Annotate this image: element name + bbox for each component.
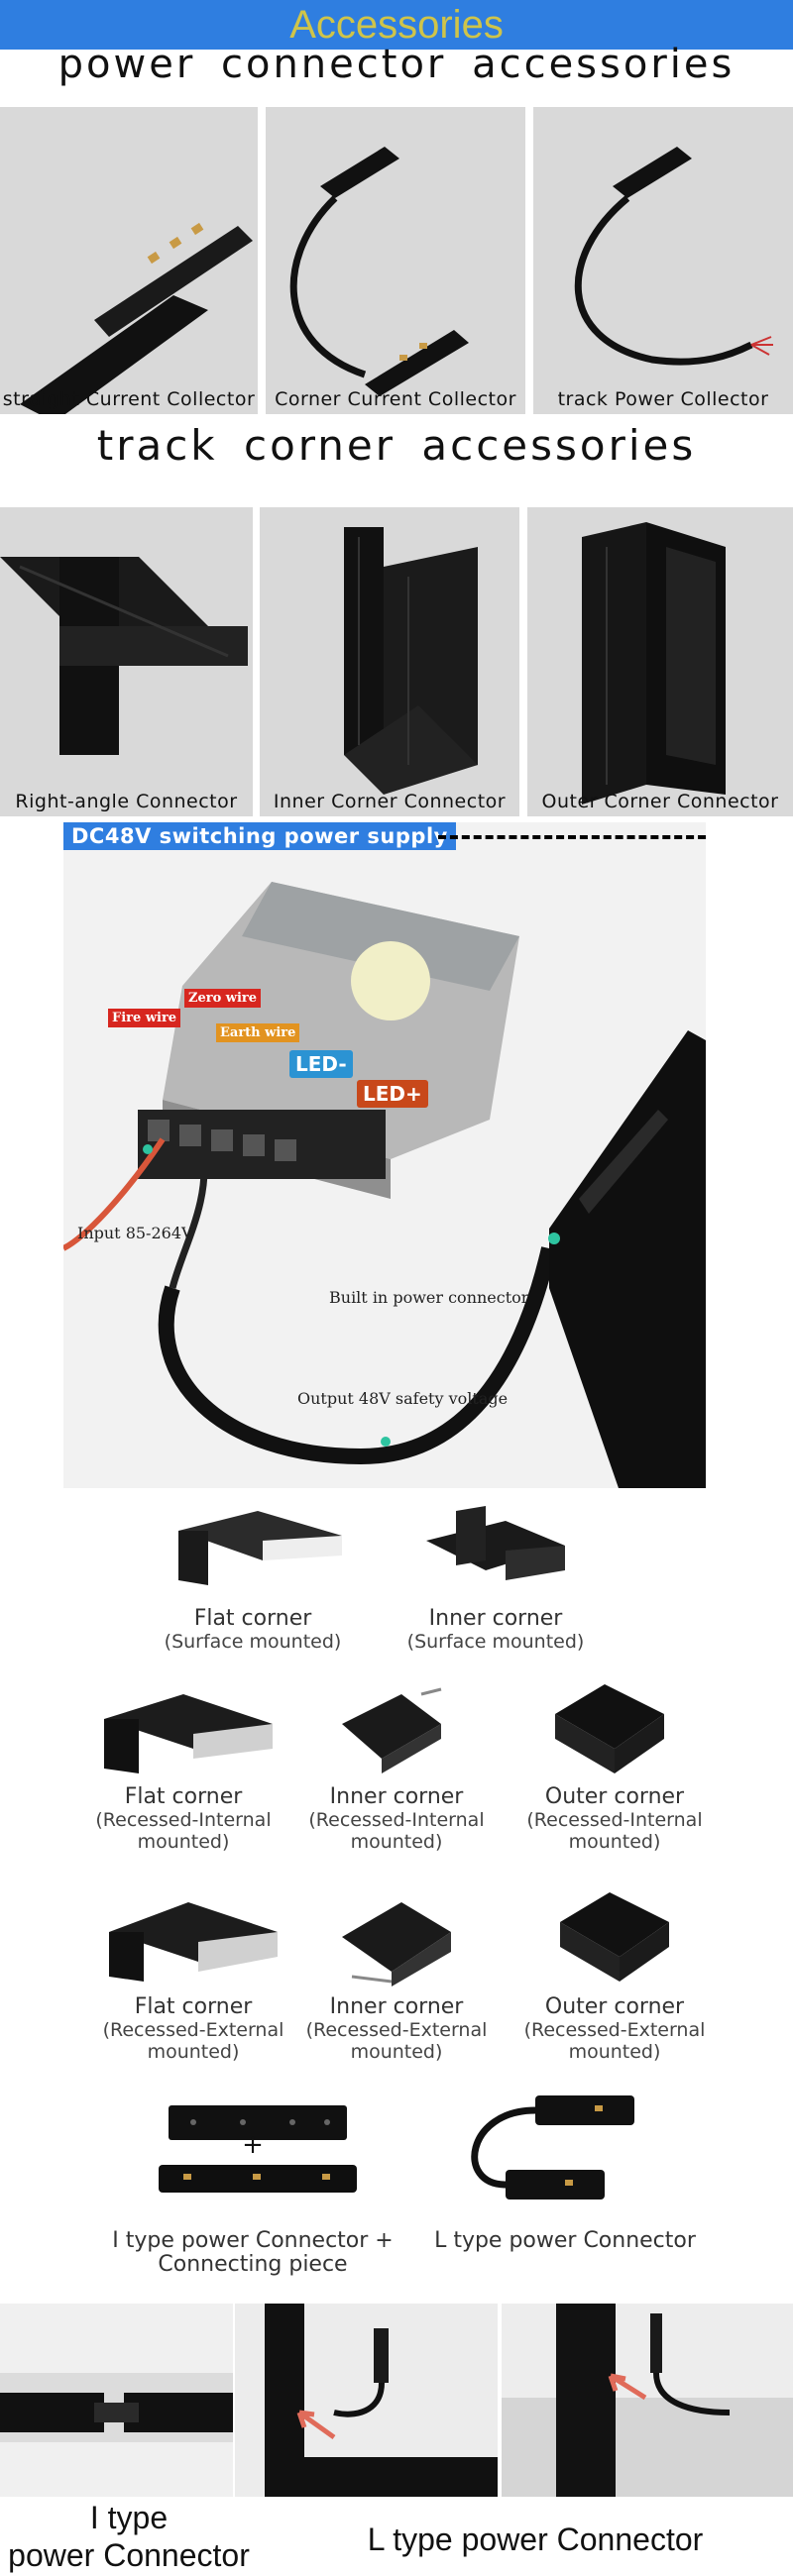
power-supply-diagram: Fire wire Zero wire Earth wire LED- LED+… (63, 822, 706, 1488)
inner-corner-recessed-internal-caption: Inner corner (Recessed-Internal mounted) (292, 1784, 501, 1854)
zero-wire-label: Zero wire (184, 989, 262, 1008)
page-banner: Accessories (0, 0, 793, 50)
flat-corner-recessed-external-caption: Flat corner (Recessed-External mounted) (89, 1994, 297, 2064)
i-type-installed-tile (0, 2304, 233, 2497)
caption-sub: mounted) (350, 2041, 443, 2063)
tile-label: Inner Corner Connector (273, 791, 507, 812)
flat-corner-recessed-internal-caption: Flat corner (Recessed-Internal mounted) (79, 1784, 287, 1854)
corner-collector-image (289, 147, 469, 396)
tile-label: Outer Corner Connector (541, 791, 779, 812)
l-type-installed-tile-a (235, 2304, 498, 2497)
output-voltage-callout: Output 48V safety voltage (297, 1389, 509, 1408)
caption-sub: mounted) (568, 2041, 661, 2063)
outer-corner-connector-tile: Outer Corner Connector (527, 507, 793, 816)
l-type-connector-caption: L type power Connector (416, 2229, 714, 2253)
flat-corner-surface-caption: Flat corner (Surface mounted) (149, 1606, 357, 1654)
banner-title: Accessories (289, 3, 504, 47)
caption-line: I type (89, 2500, 169, 2535)
caption-name: Outer corner (544, 1784, 685, 1809)
caption-sub: mounted) (568, 1831, 661, 1853)
caption-name: Inner corner (329, 1994, 464, 2019)
plus-sign: + (242, 2130, 264, 2160)
outer-corner-recessed-external-image (560, 1892, 669, 1982)
caption-sub: (Surface mounted) (406, 1631, 585, 1653)
l-type-connector-image (471, 2095, 634, 2200)
outer-corner-connector-image (582, 522, 726, 805)
input-voltage-callout: Input 85-264V (77, 1224, 193, 1242)
caption-name: Inner corner (428, 1606, 563, 1631)
tag-divider (438, 835, 706, 839)
tile-label: Corner Current Collector (275, 388, 516, 410)
power-connector-heading: power connector accessories (57, 42, 736, 87)
power-collector-image (574, 147, 773, 366)
caption-line: I type power Connector + (112, 2228, 394, 2253)
caption-sub: (Recessed-External (102, 2019, 284, 2041)
led-minus-label: LED- (289, 1050, 353, 1078)
flat-corner-recessed-internal-image (104, 1694, 273, 1773)
caption-line: power Connector (8, 2537, 250, 2573)
i-type-bottom-caption: I type power Connector (0, 2499, 258, 2574)
inner-corner-connector-image (344, 527, 478, 795)
power-supply-tag: DC48V switching power supply (63, 822, 456, 850)
l-type-installed-image-b (502, 2304, 793, 2497)
caption-sub: (Recessed-Internal (308, 1809, 485, 1831)
track-corner-heading: track corner accessories (96, 421, 697, 470)
tile-label: Right-angle Connector (15, 791, 238, 812)
caption-name: Flat corner (134, 1994, 253, 2019)
led-plus-label: LED+ (357, 1080, 428, 1108)
caption-sub: (Surface mounted) (164, 1631, 342, 1653)
i-type-connector-image (159, 2165, 357, 2193)
l-type-bottom-caption: L type power Connector (367, 2522, 704, 2557)
connecting-piece-image (169, 2105, 347, 2140)
tile-label: track Power Collector (557, 388, 769, 410)
caption-sub: mounted) (137, 1831, 230, 1853)
caption-line: L type power Connector (434, 2228, 696, 2253)
i-type-installed-image (0, 2373, 233, 2442)
fire-wire-label: Fire wire (108, 1009, 181, 1027)
straight-collector-image (20, 222, 253, 414)
inner-corner-recessed-external-image (342, 1902, 451, 1986)
outer-corner-recessed-internal-image (555, 1684, 664, 1773)
earth-wire-label: Earth wire (216, 1023, 300, 1042)
inner-corner-connector-tile: Inner Corner Connector (260, 507, 519, 816)
right-angle-connector-tile: Right-angle Connector (0, 507, 253, 816)
caption-name: Flat corner (193, 1606, 312, 1631)
caption-name: Inner corner (329, 1784, 464, 1809)
caption-sub: (Recessed-Internal (95, 1809, 272, 1831)
tile-label: straight Current Collector (2, 388, 256, 410)
outer-corner-recessed-external-caption: Outer corner (Recessed-External mounted) (510, 1994, 719, 2064)
caption-sub: mounted) (147, 2041, 240, 2063)
l-type-installed-tile-b (502, 2304, 793, 2497)
caption-name: Outer corner (544, 1994, 685, 2019)
power-supply-illustration (63, 882, 706, 1488)
built-in-connector-callout: Built in power connector (329, 1288, 529, 1307)
caption-sub: mounted) (350, 1831, 443, 1853)
caption-sub: (Recessed-Internal (526, 1809, 703, 1831)
power-collector-tile: track Power Collector (533, 107, 793, 414)
caption-name: Flat corner (124, 1784, 243, 1809)
inner-corner-surface-caption: Inner corner (Surface mounted) (387, 1606, 605, 1654)
corner-collector-tile: Corner Current Collector (266, 107, 525, 414)
i-type-connector-caption: I type power Connector + Connecting piec… (109, 2229, 396, 2277)
flat-corner-recessed-external-image (109, 1902, 278, 1982)
flat-corner-surface-image (178, 1511, 342, 1585)
inner-corner-recessed-internal-image (342, 1687, 442, 1773)
outer-corner-recessed-internal-caption: Outer corner (Recessed-Internal mounted) (510, 1784, 719, 1854)
right-angle-connector-image (0, 557, 248, 755)
caption-line: Connecting piece (158, 2252, 348, 2277)
caption-sub: (Recessed-External (305, 2019, 488, 2041)
inner-corner-surface-image (426, 1506, 565, 1580)
straight-collector-tile: straight Current Collector (0, 107, 258, 414)
l-type-installed-image-a (265, 2304, 498, 2497)
inner-corner-recessed-external-caption: Inner corner (Recessed-External mounted) (292, 1994, 501, 2064)
caption-sub: (Recessed-External (523, 2019, 706, 2041)
